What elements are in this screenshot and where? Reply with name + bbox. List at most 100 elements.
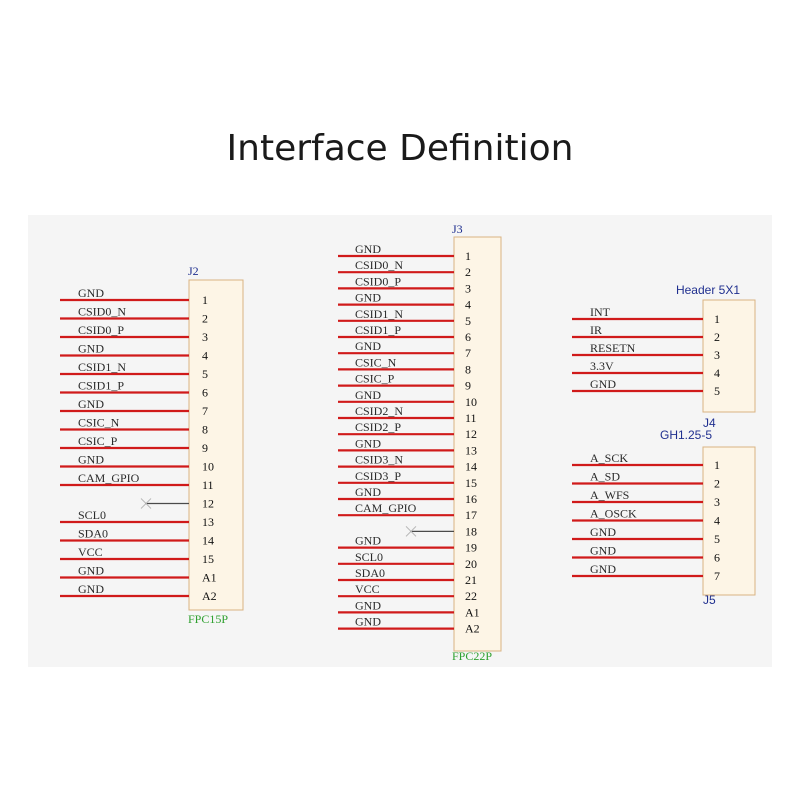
j2-pin-11-signal: CAM_GPIO [78,471,140,485]
j3-pin-10-signal: GND [355,388,381,402]
j2-reference: J2 [188,264,199,278]
j3-pin-22-number: 22 [465,589,477,603]
j3-pin-7-signal: GND [355,339,381,353]
j5-pin-7-number: 7 [714,569,720,583]
j2-pin-1-number: 1 [202,293,208,307]
j3-pin-6-number: 6 [465,330,471,344]
j4-pin-2-number: 2 [714,330,720,344]
j5-pin-5-number: 5 [714,532,720,546]
j3-pin-15-signal: CSID3_P [355,469,401,483]
j3-pin-12-signal: CSID2_P [355,420,401,434]
j3-pin-7-number: 7 [465,346,471,360]
j5-pin-2-signal: A_SD [590,470,620,484]
j2-pin-15-signal: VCC [78,545,103,559]
j2-pin-11-number: 11 [202,478,214,492]
schematic-background [28,215,772,667]
j3-pin-A1-number: A1 [465,605,480,619]
j2-pin-14-signal: SDA0 [78,527,108,541]
j3-pin-16-signal: GND [355,485,381,499]
j3-pin-10-number: 10 [465,395,477,409]
j2-pin-1-signal: GND [78,286,104,300]
j2-connector-body [188,279,244,611]
j3-pin-21-number: 21 [465,573,477,587]
j2-pin-4-number: 4 [202,349,208,363]
j2-pin-A2-signal: GND [78,582,104,596]
j3-pin-18-nc-mark [405,526,417,537]
j2-pin-10-signal: GND [78,453,104,467]
j2-pin-14-number: 14 [202,534,214,548]
j3-pin-19-signal: GND [355,534,381,548]
j2-pin-12-nc-mark [140,498,152,509]
j3-pin-11-number: 11 [465,411,477,425]
j3-pin-2-signal: CSID0_N [355,258,403,272]
j3-reference: J3 [452,222,463,236]
j3-pin-14-number: 14 [465,460,477,474]
j5-reference: J5 [703,593,716,607]
j5-pin-7-signal: GND [590,562,616,576]
j2-pin-13-signal: SCL0 [78,508,106,522]
j2-pin-10-number: 10 [202,460,214,474]
j5-pin-1-number: 1 [714,458,720,472]
j3-pin-20-number: 20 [465,557,477,571]
j2-pin-9-signal: CSIC_P [78,434,118,448]
j2-pin-15-number: 15 [202,552,214,566]
j4-pin-4-number: 4 [714,366,720,380]
j3-pin-A2-number: A2 [465,622,480,636]
j2-pin-3-number: 3 [202,330,208,344]
j3-pin-5-signal: CSID1_N [355,307,403,321]
j3-pin-4-signal: GND [355,291,381,305]
j3-pin-13-signal: GND [355,436,381,450]
j3-pin-6-signal: CSID1_P [355,323,401,337]
j5-connector-body [702,446,756,596]
j3-pin-20-signal: SCL0 [355,550,383,564]
j5-pin-2-number: 2 [714,477,720,491]
j3-pin-22-signal: VCC [355,582,380,596]
j4-pin-3-number: 3 [714,348,720,362]
j3-pin-13-number: 13 [465,443,477,457]
j2-pin-8-number: 8 [202,423,208,437]
j2-pin-7-number: 7 [202,404,208,418]
j3-pin-1-signal: GND [355,242,381,256]
j5-part-value: GH1.25-5 [660,428,712,442]
j2-pin-7-signal: GND [78,397,104,411]
j2-pin-5-signal: CSID1_N [78,360,126,374]
j3-pin-1-number: 1 [465,249,471,263]
j4-pin-4-signal: 3.3V [590,359,614,373]
j3-pin-9-number: 9 [465,379,471,393]
j3-pin-17-number: 17 [465,508,477,522]
j5-pin-5-signal: GND [590,525,616,539]
j3-connector-body [453,236,502,652]
j2-pin-13-number: 13 [202,515,214,529]
j2-pin-A1-number: A1 [202,571,217,585]
j4-pin-1-signal: INT [590,305,611,319]
j2-part-value: FPC15P [188,612,228,626]
j3-pin-8-number: 8 [465,362,471,376]
j2-pin-3-signal: CSID0_P [78,323,124,337]
j5-pin-6-signal: GND [590,544,616,558]
j4-pin-1-number: 1 [714,312,720,326]
j2-pin-6-number: 6 [202,386,208,400]
j3-pin-3-signal: CSID0_P [355,274,401,288]
j3-pin-21-signal: SDA0 [355,566,385,580]
j3-pin-5-number: 5 [465,314,471,328]
j3-pin-4-number: 4 [465,298,471,312]
j3-pin-18-number: 18 [465,524,477,538]
j3-pin-17-signal: CAM_GPIO [355,501,417,515]
j3-pin-9-signal: CSIC_P [355,372,395,386]
j3-part-value: FPC22P [452,649,492,663]
j3-pin-12-number: 12 [465,427,477,441]
j2-pin-A2-number: A2 [202,589,217,603]
j4-pin-2-signal: IR [590,323,602,337]
j2-pin-5-number: 5 [202,367,208,381]
j3-pin-15-number: 15 [465,476,477,490]
j4-part-value: Header 5X1 [676,283,740,297]
j5-pin-3-number: 3 [714,495,720,509]
j2-pin-9-number: 9 [202,441,208,455]
j3-pin-8-signal: CSIC_N [355,355,397,369]
j3-pin-14-signal: CSID3_N [355,453,403,467]
j3-pin-19-number: 19 [465,541,477,555]
j2-pin-4-signal: GND [78,342,104,356]
j4-reference: J4 [703,416,716,430]
j2-pin-6-signal: CSID1_P [78,379,124,393]
